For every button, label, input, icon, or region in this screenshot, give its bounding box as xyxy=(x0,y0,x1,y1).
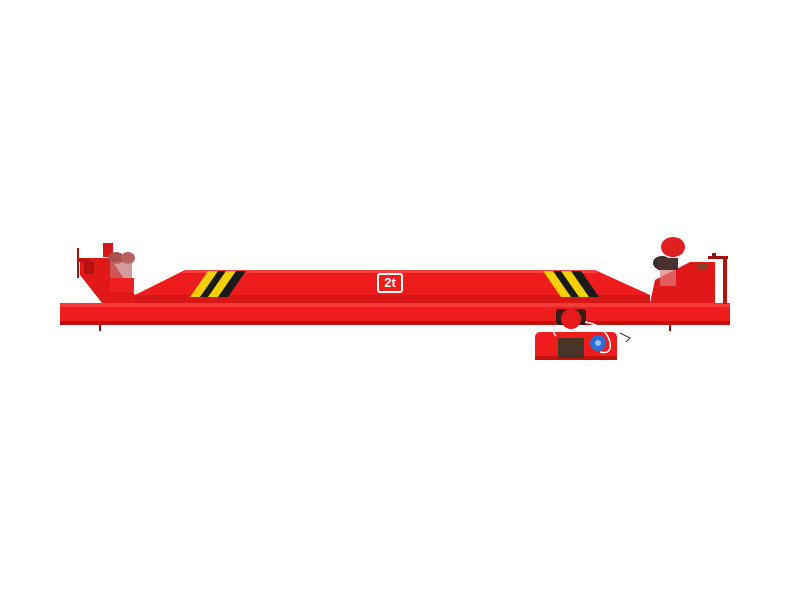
end-truck-left xyxy=(77,243,135,303)
capacity-label: 2t xyxy=(377,273,403,293)
girder-box xyxy=(135,270,650,303)
main-beam xyxy=(60,303,730,331)
electric-hoist xyxy=(535,309,631,360)
hazard-stripes-right xyxy=(543,271,599,297)
end-truck-right xyxy=(650,237,728,304)
hazard-stripes-left xyxy=(190,271,246,297)
